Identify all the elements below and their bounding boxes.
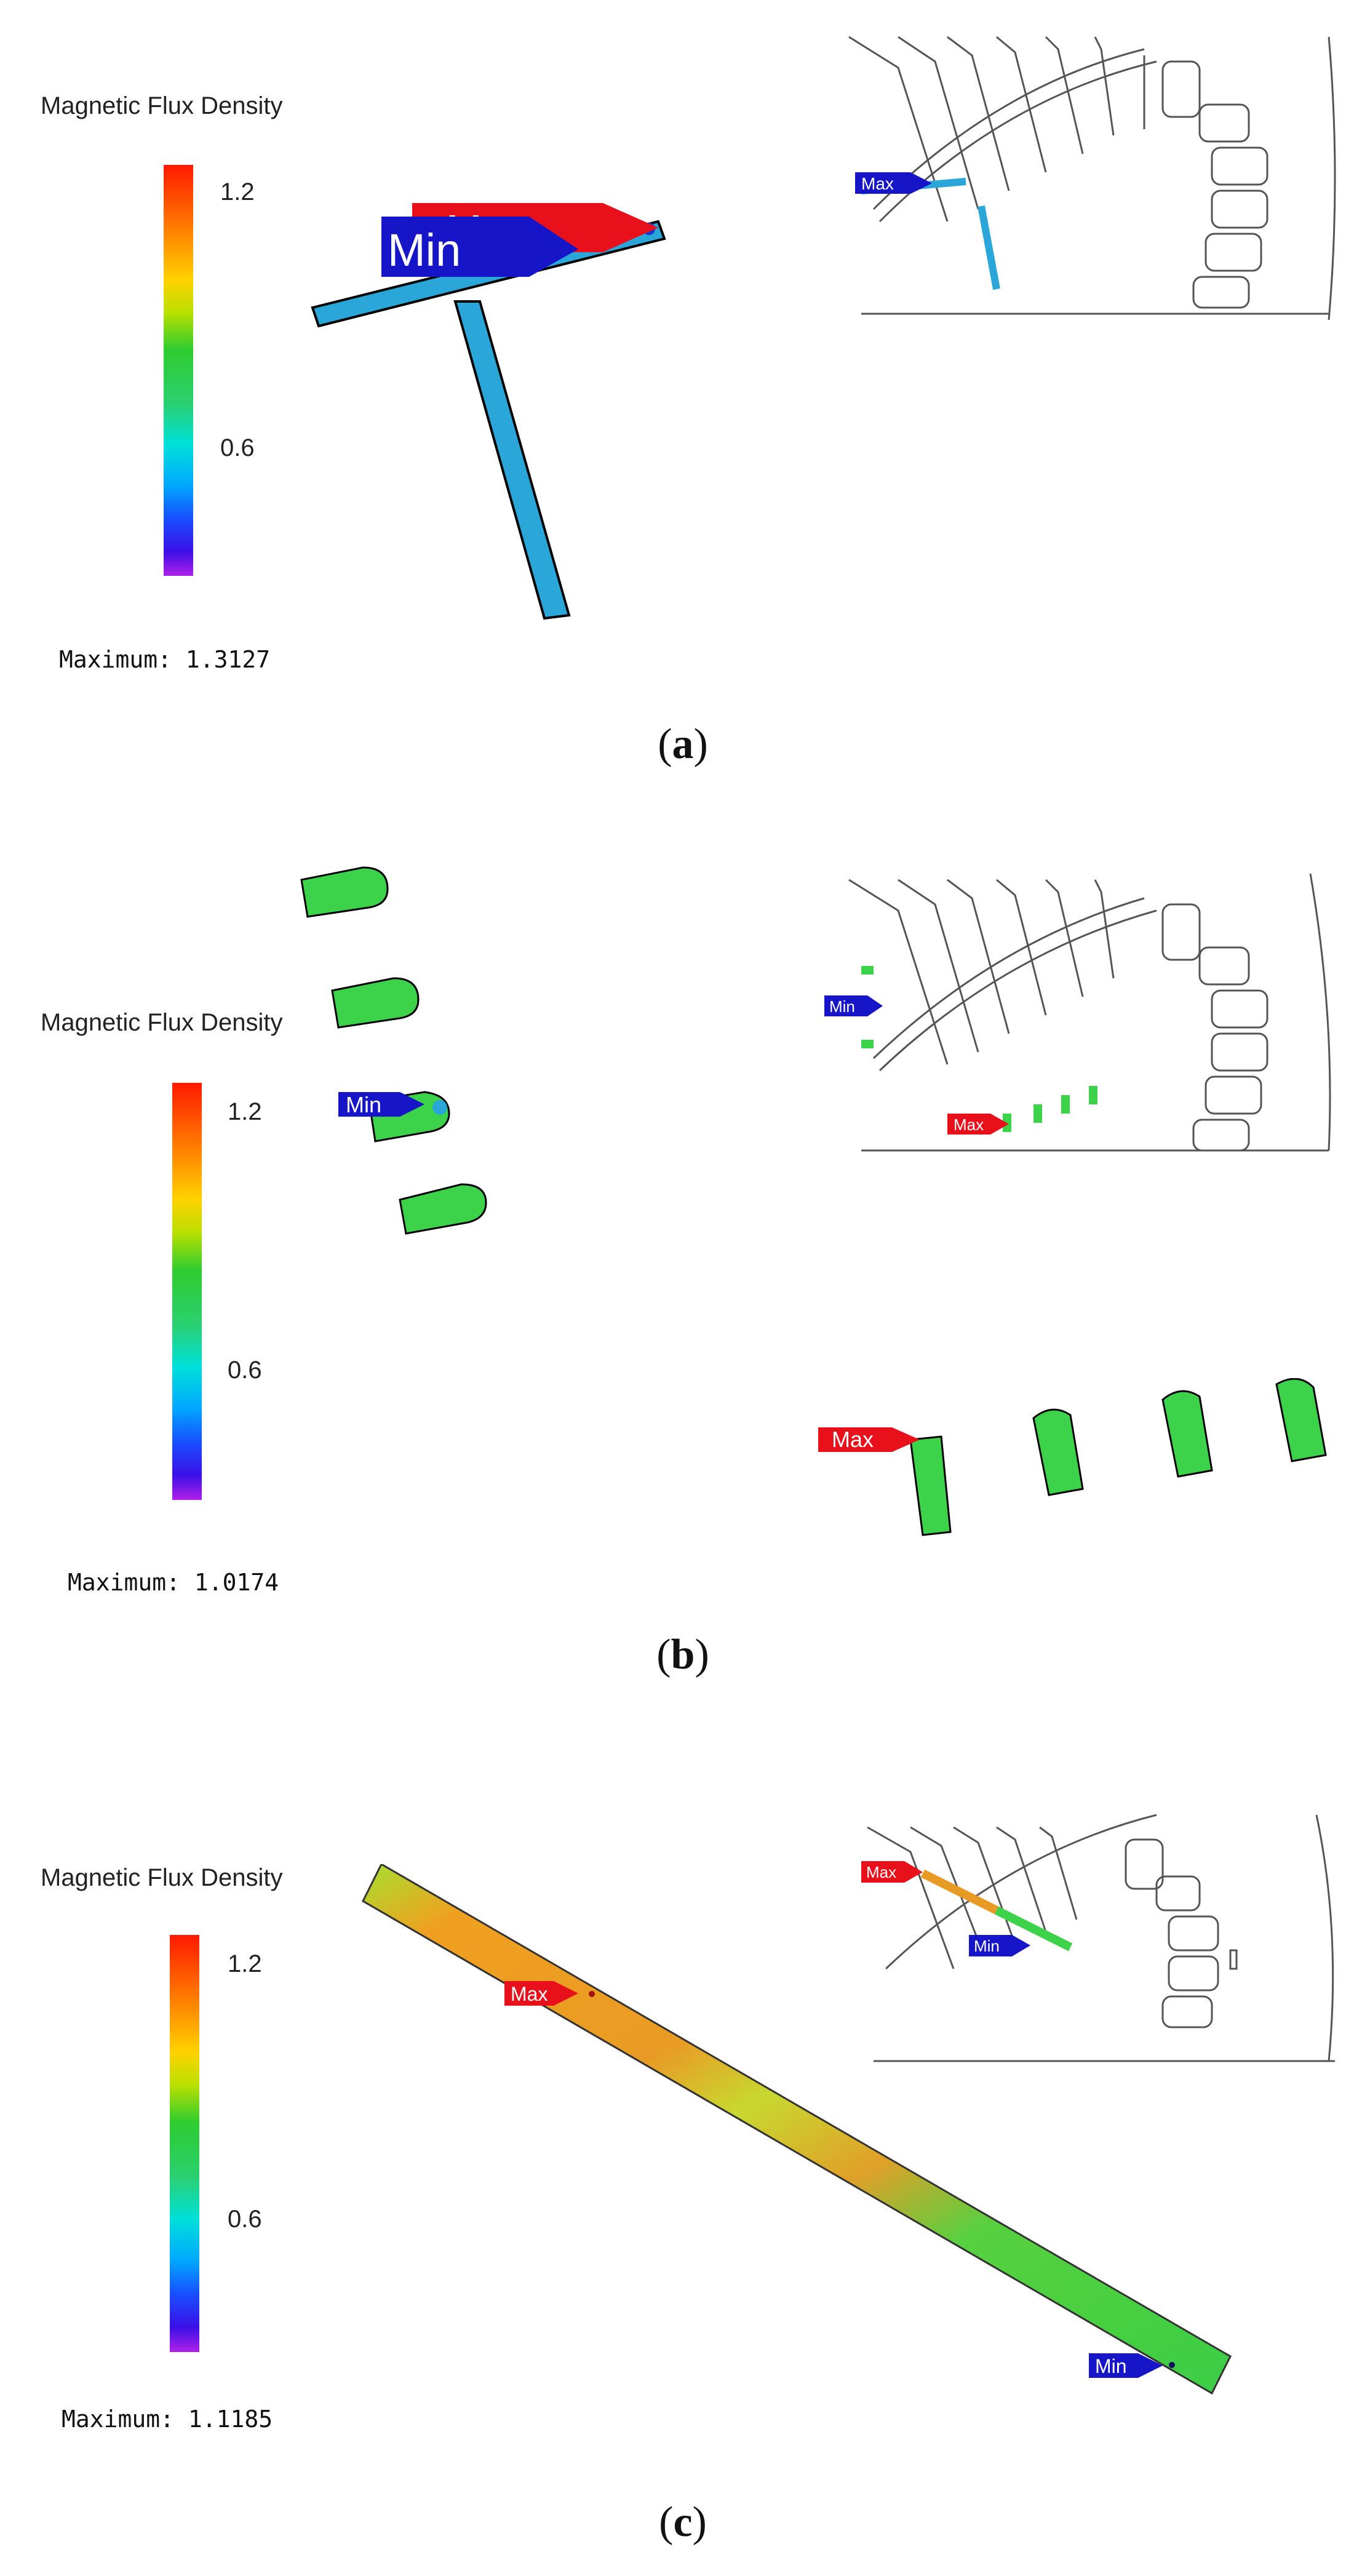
legend-title: Magnetic Flux Density <box>41 1864 283 1891</box>
colorbar <box>170 1935 199 2352</box>
field-plot-right: Max <box>818 1378 1327 1536</box>
slot-piece <box>909 1435 952 1536</box>
inset-bar-green <box>994 1906 1073 1952</box>
min-tag-label: Min <box>388 225 461 276</box>
inset-max-label: Max <box>954 1115 984 1134</box>
slot-piece <box>399 1183 487 1235</box>
min-tag: Min <box>338 1092 424 1117</box>
inset-min-label: Min <box>974 1937 1000 1955</box>
panel-a: Magnetic Flux Density 1.2 0.6 Maximum: 1… <box>0 0 1362 806</box>
max-tag: Max <box>504 1981 578 2006</box>
tick-label-high: 1.2 <box>228 1098 262 1125</box>
inset-min-label: Min <box>829 997 855 1016</box>
sub-label: (c) <box>659 2498 707 2546</box>
slot-piece <box>1275 1378 1327 1462</box>
inset-max-label: Max <box>866 1863 896 1881</box>
tick-label-mid: 0.6 <box>228 2206 262 2233</box>
slot-piece <box>300 866 389 918</box>
field-plot-main: Max Min <box>311 203 666 620</box>
sub-label-letter: b <box>671 1631 695 1678</box>
max-tag-label: Max <box>511 1983 548 2005</box>
slot-piece <box>331 977 420 1029</box>
motor-inset: Max <box>848 36 1336 321</box>
tick-label-mid: 0.6 <box>220 434 255 461</box>
min-tag-label: Min <box>1095 2355 1127 2377</box>
maximum-readout: Maximum: 1.3127 <box>59 646 271 673</box>
sub-label: (a) <box>658 720 708 768</box>
field-plot-left: Min <box>300 866 487 1235</box>
tick-label-mid: 0.6 <box>228 1357 262 1384</box>
min-tag-label: Min <box>346 1092 381 1117</box>
colorbar <box>164 165 193 576</box>
colorbar <box>172 1083 202 1500</box>
tick-label-high: 1.2 <box>228 1950 262 1977</box>
maximum-readout: Maximum: 1.1185 <box>62 2406 273 2433</box>
inset-max-tag: Max <box>855 172 932 194</box>
max-tag: Max <box>818 1427 920 1452</box>
motor-inset: Max Min <box>861 1814 1335 2062</box>
sub-label-letter: a <box>672 720 694 768</box>
inset-bar <box>978 205 1000 290</box>
slot-piece <box>1161 1390 1213 1478</box>
motor-inset: Min Max <box>824 873 1331 1152</box>
min-tag: Min <box>1089 2353 1163 2378</box>
maximum-readout: Maximum: 1.0174 <box>68 1569 279 1596</box>
field-plot-main: Max Min <box>362 1864 1232 2395</box>
slot-piece <box>1032 1408 1084 1496</box>
inset-max-tag: Max <box>861 1861 923 1883</box>
min-tag: Min <box>381 217 578 277</box>
inset-min-tag: Min <box>969 1935 1030 1956</box>
legend-title: Magnetic Flux Density <box>41 92 283 119</box>
panel-c: Magnetic Flux Density 1.2 0.6 Maximum: 1… <box>0 1698 1362 2576</box>
sub-label: (b) <box>656 1631 709 1678</box>
inset-max-tag: Max <box>947 1114 1009 1134</box>
tick-label-high: 1.2 <box>220 178 255 205</box>
magnet-bar <box>362 1864 1232 2395</box>
panel-b: Magnetic Flux Density 1.2 0.6 Maximum: 1… <box>0 806 1362 1698</box>
max-tag-label: Max <box>832 1427 874 1452</box>
magnet-bar-2 <box>453 300 571 620</box>
inset-max-label: Max <box>861 174 894 193</box>
legend-title: Magnetic Flux Density <box>41 1009 283 1036</box>
sub-label-letter: c <box>673 2498 693 2546</box>
inset-min-tag: Min <box>824 995 883 1016</box>
